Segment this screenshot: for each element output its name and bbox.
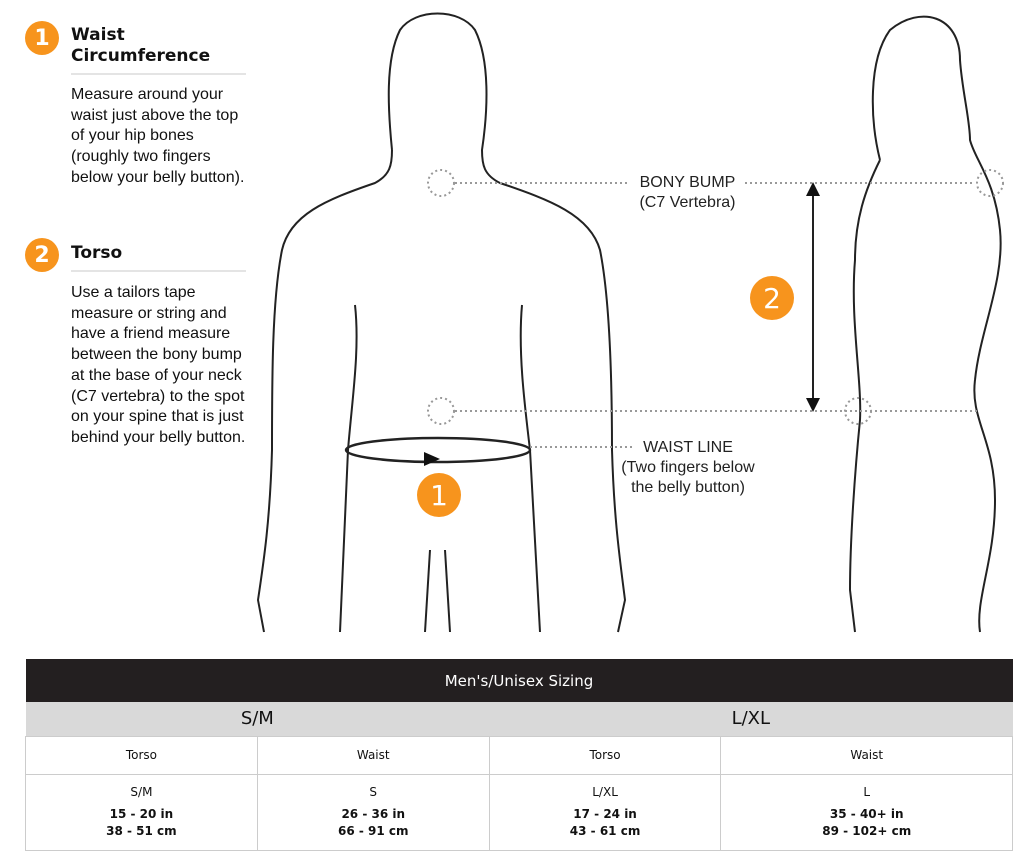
step-2-title: Torso: [71, 243, 246, 272]
header-torso: Torso: [488, 735, 722, 775]
step-2-text: Use a tailors tape measure or string and…: [71, 284, 246, 446]
step-2-badge: 2: [25, 238, 59, 272]
waist-arrow-icon: [424, 452, 440, 466]
waist-tape: [344, 436, 532, 464]
body-measurement-diagram: 1 2: [256, 12, 1004, 633]
group-lxl: L/XL: [489, 702, 1013, 736]
step-1-title: Waist Circumference: [71, 25, 246, 75]
table-title: Men's/Unisex Sizing: [25, 659, 1013, 702]
header-waist: Waist: [720, 735, 1013, 775]
marker-2: [750, 276, 794, 320]
marker-1-label: 1: [430, 479, 448, 512]
group-sm: S/M: [25, 702, 490, 736]
step-1-badge: 1: [25, 21, 59, 55]
header-torso: Torso: [25, 735, 258, 775]
marker-2-label: 2: [763, 282, 781, 315]
bony-bump-label: BONY BUMP(C7 Vertebra): [639, 174, 736, 211]
waist-line-label: WAIST LINE(Two fingers below the belly b…: [621, 439, 755, 496]
marker-1: [417, 473, 461, 517]
header-waist: Waist: [256, 735, 490, 775]
front-body-outline: [256, 12, 627, 633]
step-1-text: Measure around your waist just above the…: [71, 86, 245, 186]
side-body-outline: [848, 15, 1002, 633]
